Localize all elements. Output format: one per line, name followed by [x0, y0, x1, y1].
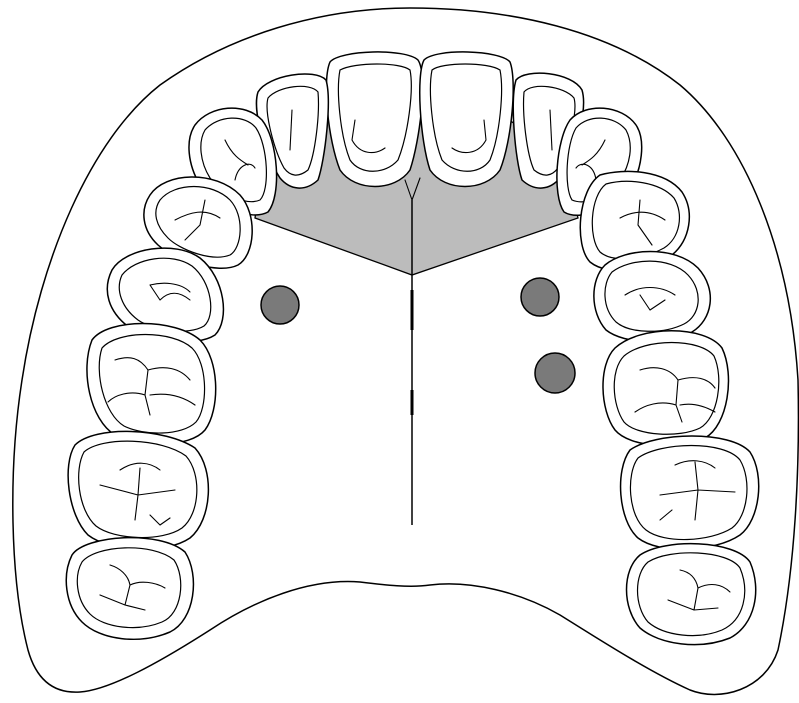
tooth-first-molar-left: [87, 324, 216, 445]
tooth-second-premolar-right: [594, 252, 710, 342]
tooth-second-molar-left: [68, 431, 208, 549]
marker-circle: [535, 353, 575, 393]
tooth-third-molar-right: [627, 544, 756, 645]
tooth-central-incisor-right: [420, 52, 513, 187]
tooth-second-molar-right: [621, 436, 759, 549]
tooth-third-molar-left: [66, 538, 193, 640]
marker-circle: [521, 278, 559, 316]
tooth-first-molar-right: [603, 331, 728, 446]
tooth-central-incisor-left: [326, 52, 422, 187]
marker-circle: [261, 286, 299, 324]
